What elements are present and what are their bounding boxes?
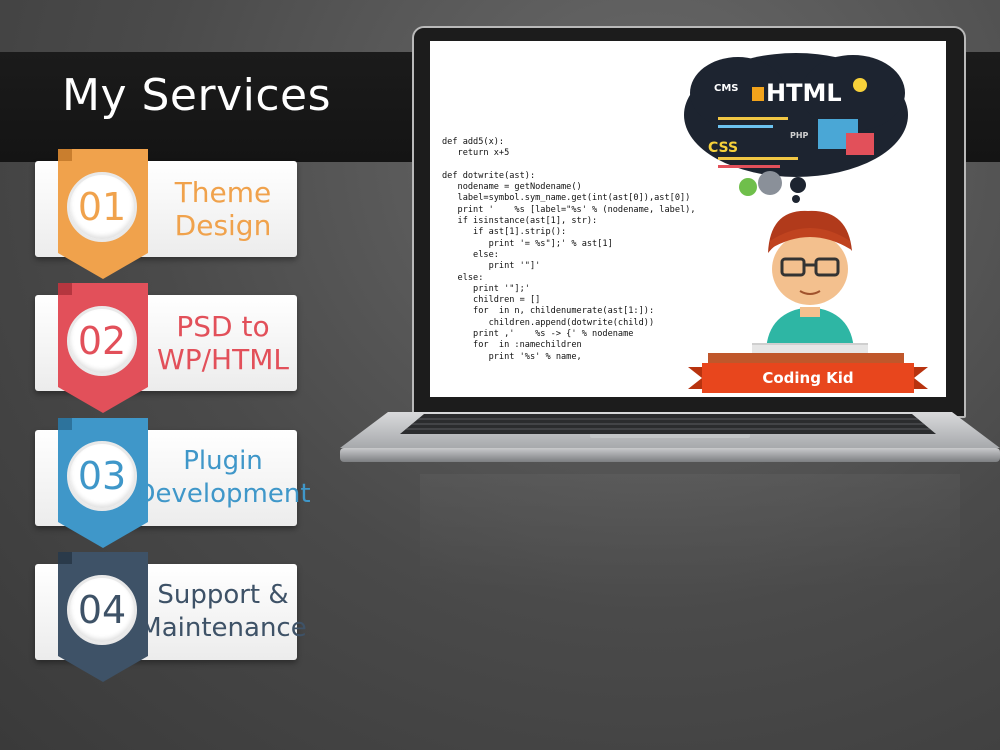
code-line: else: [457,272,484,283]
code-line: print '"]' [488,261,541,272]
php-label: PHP [790,131,809,140]
thought-cloud: HTML CMS CSS PHP [678,45,918,205]
code-line: if ast[1].strip(): [473,227,567,238]
service-number: 02 [67,306,137,376]
code-line: print ' %s [label="%s' % (nodename, labe… [457,204,696,215]
cms-label: CMS [714,83,739,94]
code-snippet: def add5(x): return x+5 def dotwrite(ast… [442,137,696,363]
service-number: 01 [67,172,137,242]
code-line: label=symbol.sym_name.get(int(ast[0]),as… [457,193,691,204]
html-label: HTML [766,79,842,107]
service-number: 04 [67,575,137,645]
code-line: print '%s' % name, [488,351,582,362]
service-card-theme-design[interactable]: 01 Theme Design [35,149,297,279]
code-line: return x+5 [457,148,510,159]
code-line: print '"];' [473,283,530,294]
code-line: def dotwrite(ast): [442,170,536,181]
laptop-lid: def add5(x): return x+5 def dotwrite(ast… [412,26,966,418]
page-title: My Services [62,70,332,121]
service-label: Plugin Development [135,446,311,509]
code-line: def add5(x): [442,137,505,147]
service-label: Support & Maintenance [139,580,307,643]
code-line: children = [] [473,295,541,306]
service-label: Theme Design [174,176,272,242]
ribbon-badge: 01 [58,149,148,281]
code-line: for in :namechildren [473,340,582,351]
service-card-plugin-development[interactable]: 03 Plugin Development [35,418,311,548]
ribbon-badge: 04 [58,552,148,684]
service-number: 03 [67,441,137,511]
laptop-illustration: def add5(x): return x+5 def dotwrite(ast… [340,26,1000,594]
code-line: nodename = getNodename() [457,182,582,193]
code-line: print '= %s"];' % ast[1] [488,238,613,249]
ribbon-badge: 02 [58,283,148,415]
service-label: PSD to WP/HTML [157,310,289,376]
service-card-psd-to-wp-html[interactable]: 02 PSD to WP/HTML [35,283,297,413]
code-line: print ,' %s -> {' % nodename [473,329,634,340]
code-line: for in n, childenumerate(ast[1:]): [473,306,655,317]
banner-label: Coding Kid [762,369,854,387]
code-line: children.append(dotwrite(child)) [488,317,655,328]
code-line: if isinstance(ast[1], str): [457,216,598,227]
laptop-reflection [420,474,960,594]
coding-kid-banner: Coding Kid [688,363,928,393]
css-label: CSS [708,140,739,156]
ribbon-badge: 03 [58,418,148,550]
laptop-keyboard [388,412,948,438]
laptop-screen: def add5(x): return x+5 def dotwrite(ast… [430,41,946,397]
code-line: else: [473,249,499,260]
service-card-support-maintenance[interactable]: 04 Support & Maintenance [35,552,307,682]
